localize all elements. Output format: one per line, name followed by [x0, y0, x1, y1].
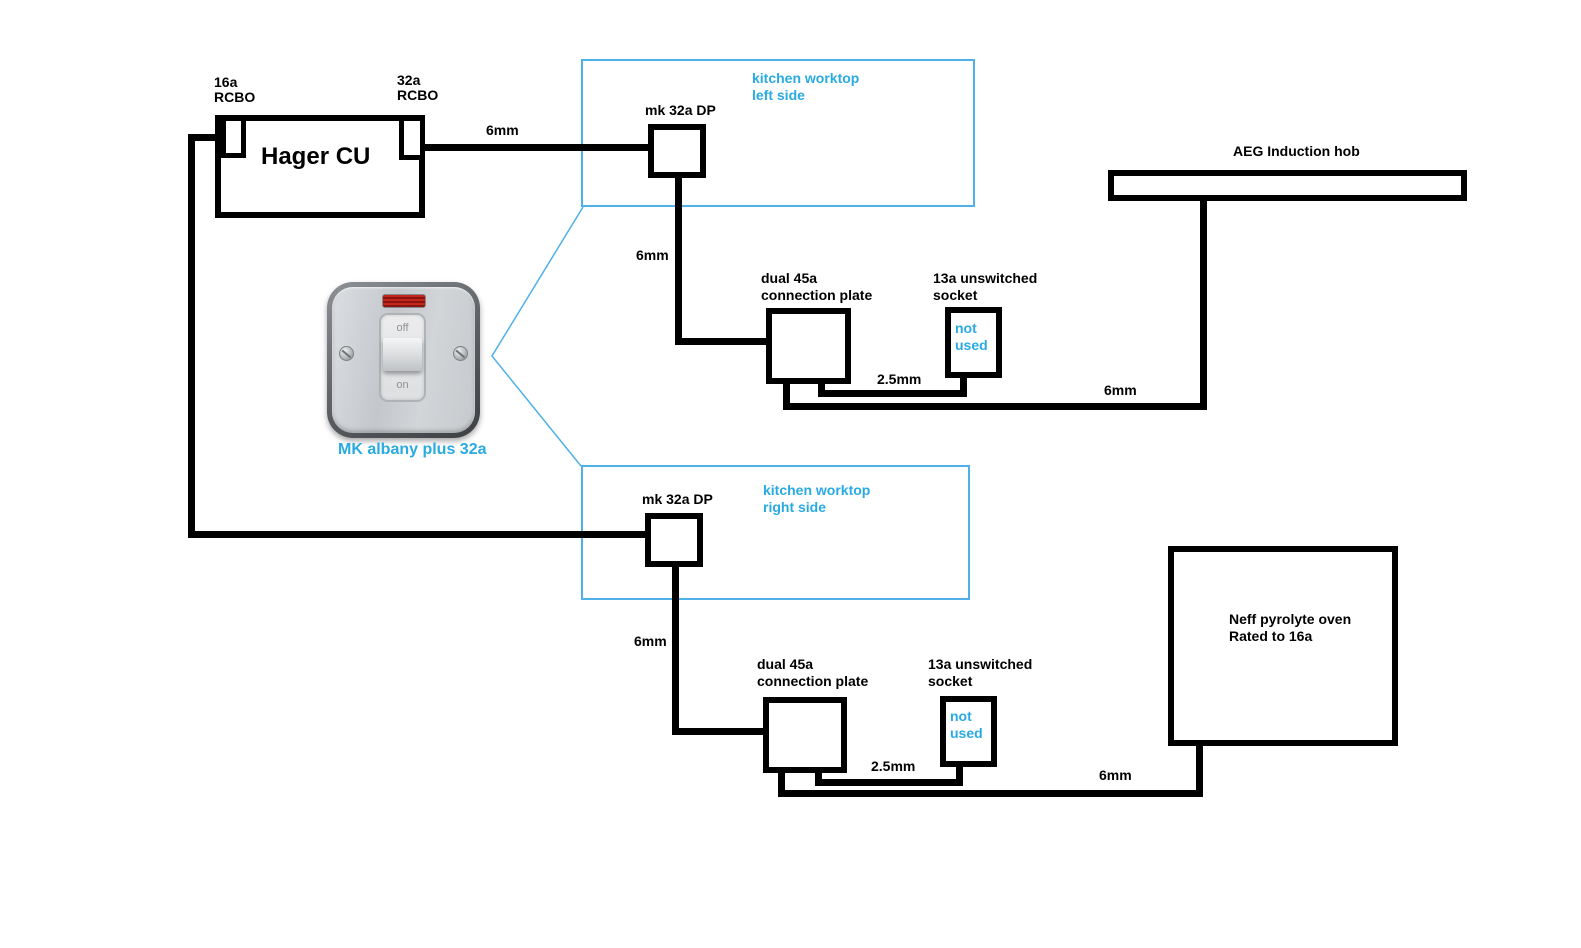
wire-right-appliance-h: [778, 790, 1203, 797]
wire-hob-riser: [1200, 198, 1207, 410]
rocker-on-label: on: [396, 379, 409, 391]
left-drop-cable-label: 6mm: [636, 247, 669, 263]
zone-kitchen-worktop-left: [581, 59, 975, 207]
wire-right-drop-v: [672, 564, 679, 735]
right-isolator-label: mk 32a DP: [642, 491, 713, 507]
rcbo-16a-box: [221, 116, 246, 158]
wire-right-drop-h: [672, 728, 767, 735]
consumer-unit-label: Hager CU: [261, 143, 371, 170]
wire-left-riser: [188, 134, 195, 538]
left-spur-cable-label: 2.5mm: [877, 371, 922, 387]
wire-left-drop-v: [675, 175, 682, 345]
right-isolator-box: [645, 513, 703, 567]
wire-left-appliance-v: [783, 383, 790, 410]
wire-left-spur-h: [818, 390, 967, 397]
left-isolator-label: mk 32a DP: [645, 102, 716, 118]
wire-left-drop-h: [675, 338, 770, 345]
wire-feed-right-isolator: [188, 531, 648, 538]
cooker-switch-caption: MK albany plus 32a: [338, 441, 487, 458]
left-feed-cable-label: 6mm: [486, 122, 519, 138]
consumer-unit-box: [215, 115, 425, 218]
induction-hob-label: AEG Induction hob: [1233, 143, 1360, 159]
wire-cu-left-stub: [188, 134, 224, 141]
rocker-switch: off on: [379, 313, 426, 402]
wire-right-appliance-v: [778, 770, 785, 797]
right-screw: [453, 346, 468, 361]
wire-oven-riser: [1196, 743, 1203, 797]
left-appliance-cable-label: 6mm: [1104, 382, 1137, 398]
rcbo-32a-box: [399, 116, 425, 160]
wire-right-spur-v1: [815, 770, 822, 786]
right-drop-cable-label: 6mm: [634, 633, 667, 649]
cooker-switch-image: off on: [327, 282, 480, 438]
left-screw: [339, 346, 354, 361]
wire-right-spur-v2: [956, 764, 963, 786]
right-connection-plate-box: [763, 697, 847, 773]
induction-hob-box: [1108, 170, 1467, 201]
left-socket-box: [945, 307, 1002, 378]
right-socket-box: [940, 696, 997, 767]
wire-left-spur-v2: [960, 375, 967, 397]
rocker-off-label: off: [396, 322, 409, 334]
wire-right-spur-h: [815, 779, 963, 786]
rocker-bar: [383, 338, 422, 371]
wire-feed-left-isolator: [425, 144, 651, 151]
right-spur-cable-label: 2.5mm: [871, 758, 916, 774]
neon-indicator: [382, 294, 426, 308]
oven-box: [1168, 546, 1398, 746]
left-isolator-box: [648, 124, 706, 178]
right-appliance-cable-label: 6mm: [1099, 767, 1132, 783]
left-connection-plate-box: [766, 308, 851, 384]
wire-left-appliance-h: [783, 403, 1207, 410]
